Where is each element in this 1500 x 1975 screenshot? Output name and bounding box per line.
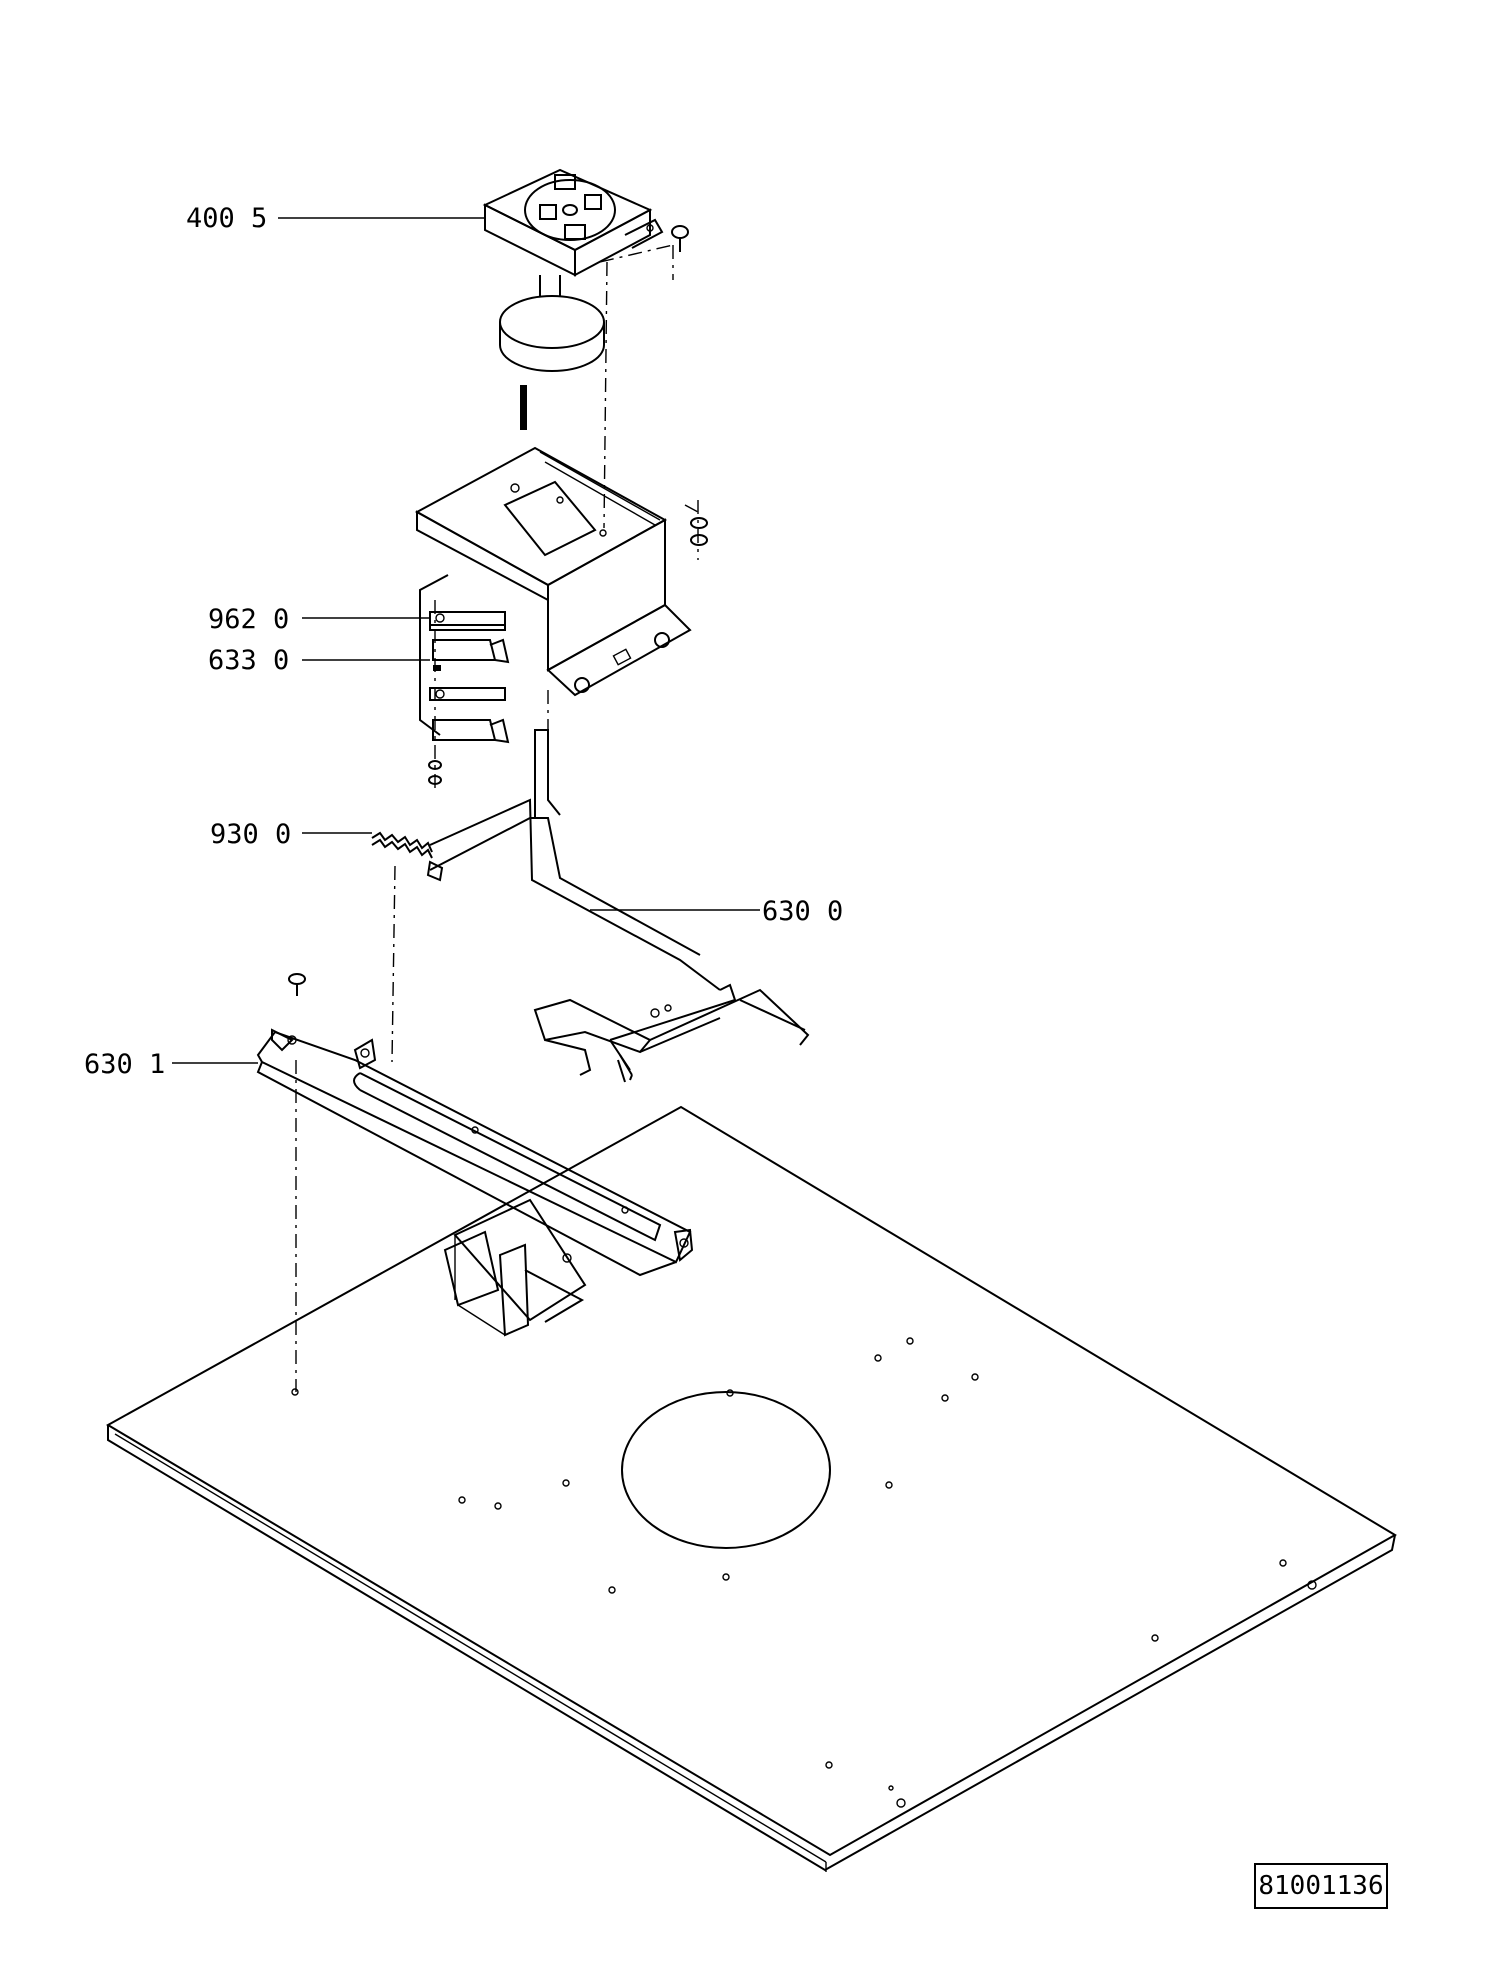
mounting-rail (256, 1028, 694, 1337)
callout-630-0: 630 0 (762, 896, 843, 927)
plate-holes (291, 1337, 1317, 1808)
spring (371, 831, 433, 859)
callout-400: 400 5 (186, 203, 267, 234)
callout-930: 930 0 (210, 819, 291, 850)
callout-633: 633 0 (208, 645, 289, 676)
microswitch-upper (429, 611, 510, 671)
drawing-reference-number: 81001136 (1254, 1863, 1388, 1909)
rail-screw (288, 973, 306, 996)
base-plate (105, 1105, 1397, 1872)
actuator-lever (426, 729, 810, 1083)
bracket-nut (690, 517, 708, 546)
leader-lines (172, 217, 760, 1064)
callout-962: 962 0 (208, 604, 289, 635)
assembly-lines (295, 244, 699, 1392)
pin (520, 385, 527, 430)
callout-630-1: 630 1 (84, 1049, 165, 1080)
microswitch-lower (428, 687, 510, 785)
turntable-opening (621, 1391, 831, 1549)
switch-bracket (414, 446, 692, 736)
timer-motor (482, 168, 664, 372)
motor-screw (671, 225, 689, 252)
